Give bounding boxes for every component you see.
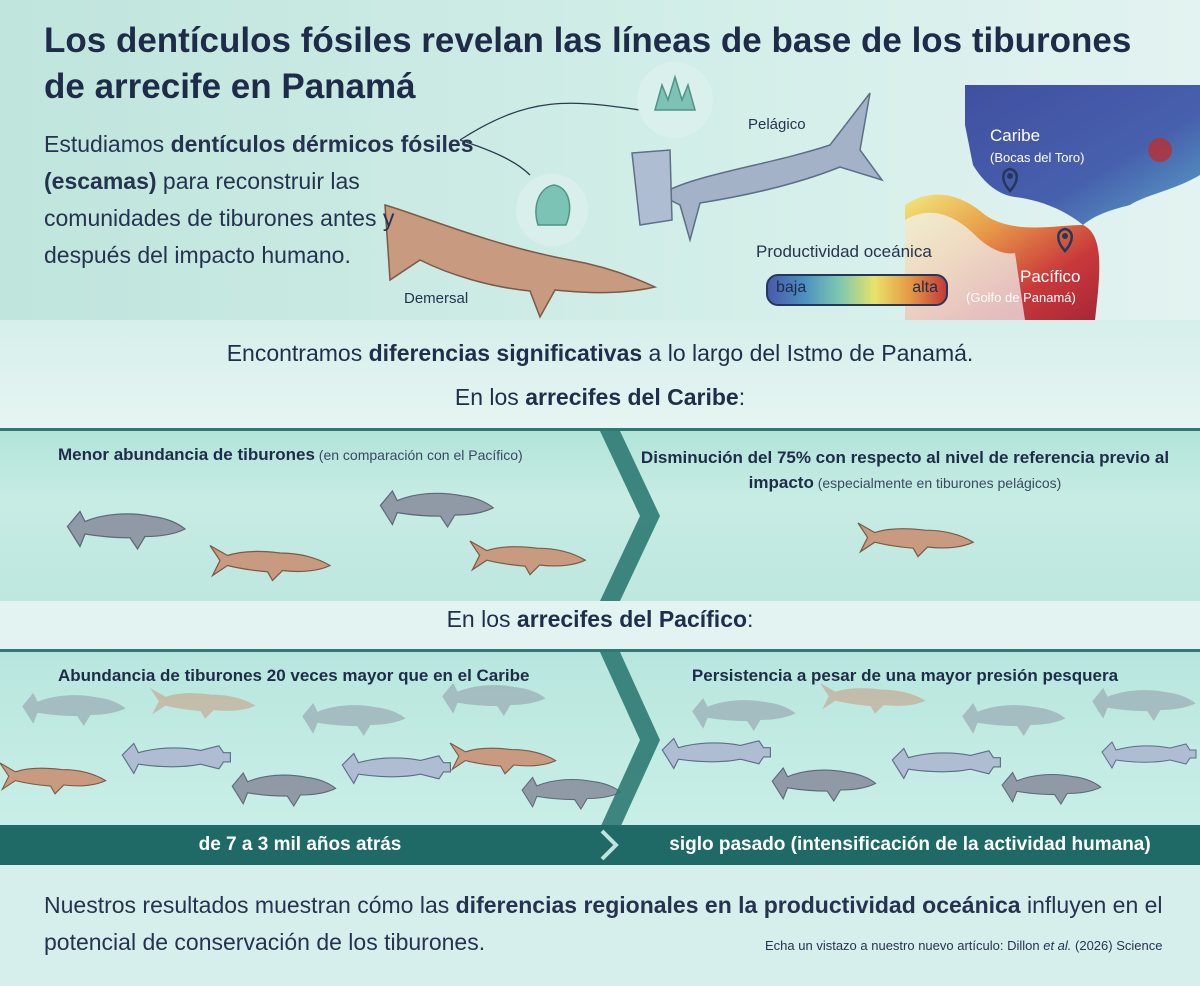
caribbean-sea (965, 85, 1200, 225)
findings-text: Encontramos diferencias significativas a… (0, 340, 1200, 367)
caribe-pin-dot (1007, 173, 1013, 179)
pacific-panel: Abundancia de tiburones 20 veces mayor q… (0, 649, 1200, 828)
reef-shark (302, 703, 406, 736)
reef-shark (1092, 688, 1196, 721)
demersal-denticle-icon (535, 184, 571, 226)
conclusion-text-part: influyen en el potencial de conservación… (44, 892, 1163, 955)
caribbean-panel: Menor abundancia de tiburones (en compar… (0, 428, 1200, 604)
caribbean-left-bold: Menor abundancia de tiburones (58, 445, 315, 464)
timeline-past: de 7 a 3 mil años atrás (198, 834, 402, 855)
hammerhead-shark (341, 752, 451, 784)
intro-text-bold: dentículos dérmicos fósiles (escamas) (44, 131, 474, 194)
caribe-sublabel: (Bocas del Toro) (990, 150, 1085, 165)
caribbean-right-note: (especialmente en tiburones pelágicos) (813, 475, 1062, 491)
timeline-recent: siglo pasado (intensificación de la acti… (669, 834, 1151, 855)
conclusion-text: Nuestros resultados muestran cómo las di… (44, 887, 1194, 961)
demersal-shark (384, 203, 658, 319)
productivity-label: Productividad oceánica (756, 242, 932, 261)
reef-shark (442, 683, 546, 716)
intro-text-part: Estudiamos (44, 131, 171, 157)
caribe-label: Caribe (990, 126, 1041, 145)
hammerhead-shark (891, 747, 1001, 779)
pacific-heading-bold: arrecifes del Pacífico (516, 606, 748, 632)
shark-illustration (384, 62, 884, 319)
caribbean-left-note: (en comparación con el Pacífico) (314, 447, 523, 463)
pacific-left-heading: Abundancia de tiburones 20 veces mayor q… (58, 666, 530, 685)
findings-text-part: a lo largo del Istmo de Panamá. (642, 340, 974, 366)
caribbean-sharks (66, 431, 974, 601)
pacific-sharks (0, 652, 1197, 828)
reference-part: Echa un vistazo a nuestro nuevo artículo… (765, 938, 1008, 953)
arrow-to-pelagic (459, 102, 641, 141)
conclusion-text-bold: diferencias regionales en la productivid… (455, 892, 1021, 918)
caribbean-heading-bold: arrecifes del Caribe (525, 384, 739, 410)
caribbean-right-heading: Disminución del 75% con respecto al nive… (640, 445, 1170, 496)
nurse-shark (150, 688, 256, 719)
pacific-right-heading: Persistencia a pesar de una mayor presió… (691, 666, 1119, 685)
demersal-label: Demersal (404, 290, 469, 307)
pacifico-label: Pacífico (1020, 267, 1081, 286)
nurse-shark (449, 742, 557, 775)
time-divider-arrow (600, 652, 660, 828)
scale-low-label: baja (776, 279, 807, 296)
timeline-bar: de 7 a 3 mil años atrás siglo pasado (in… (0, 825, 1200, 865)
header-section: Los dentículos fósiles revelan las línea… (0, 0, 1200, 320)
conclusion-section (0, 865, 1200, 986)
nurse-shark (469, 540, 586, 576)
intro-text-part: para reconstruir las comunidades de tibu… (44, 168, 395, 268)
nurse-shark (857, 522, 974, 558)
caribbean-left-heading: Menor abundancia de tiburones (en compar… (58, 445, 523, 465)
pacific-heading: En los arrecifes del Pacífico: (0, 606, 1200, 633)
caribbean-heading-part: : (738, 384, 746, 410)
page-title: Los dentículos fósiles revelan las línea… (44, 21, 1132, 106)
reference-part: (2026) Science (1071, 938, 1163, 953)
reef-shark (379, 490, 494, 528)
pelagic-shark (658, 92, 884, 243)
reference-etal: et al. (1043, 938, 1072, 953)
nurse-shark (820, 683, 926, 714)
pacific-band (0, 601, 1200, 649)
reef-shark (1001, 771, 1102, 805)
reef-shark (231, 772, 337, 807)
productivity-map (905, 85, 1200, 320)
reef-shark (66, 510, 186, 550)
caribbean-heading: En los arrecifes del Caribe: (0, 384, 1200, 411)
reef-shark (692, 698, 796, 731)
pacific-heading-part: : (747, 606, 754, 632)
pelagic-denticle-icon (654, 74, 696, 111)
reef-shark (521, 776, 622, 810)
hammerhead-shark (661, 737, 771, 769)
nurse-shark (0, 762, 107, 795)
pacific-heading-part: En los (446, 606, 517, 632)
reef-shark (22, 693, 126, 726)
reference-author: Dillon (1007, 938, 1044, 953)
hammerhead-head (631, 149, 673, 226)
background-shark-school (22, 683, 1196, 736)
pacifico-sublabel: (Golfo de Panamá) (966, 290, 1076, 305)
pelagic-label: Pelágico (748, 116, 806, 133)
conclusion-text-part: Nuestros resultados muestran cómo las (44, 892, 456, 918)
findings-text-part: Encontramos (226, 340, 369, 366)
reef-shark (962, 703, 1066, 736)
caribbean-hotspot (1148, 138, 1172, 162)
findings-band (0, 320, 1200, 428)
hammerhead-shark (1101, 741, 1197, 769)
intro-text: Estudiamos dentículos dérmicos fósiles (… (44, 126, 484, 274)
caribbean-heading-part: En los (454, 384, 526, 410)
pacifico-pin-dot (1062, 233, 1068, 239)
chevron-right-icon (600, 829, 619, 861)
hammerhead-shark (121, 742, 231, 774)
productivity-scale: baja alta (766, 274, 948, 306)
time-divider-arrow (600, 431, 660, 601)
reef-shark (771, 767, 877, 802)
arrow-to-demersal (459, 139, 531, 176)
scale-high-label: alta (912, 279, 938, 296)
caribbean-right-bold: Disminución del 75% con respecto al nive… (640, 448, 1170, 492)
findings-text-bold: diferencias significativas (368, 340, 643, 366)
nurse-shark (209, 544, 331, 582)
caribe-pin-icon (1002, 167, 1018, 193)
article-reference: Echa un vistazo a nuestro nuevo artículo… (765, 938, 1162, 953)
pacifico-pin-icon (1057, 227, 1073, 253)
